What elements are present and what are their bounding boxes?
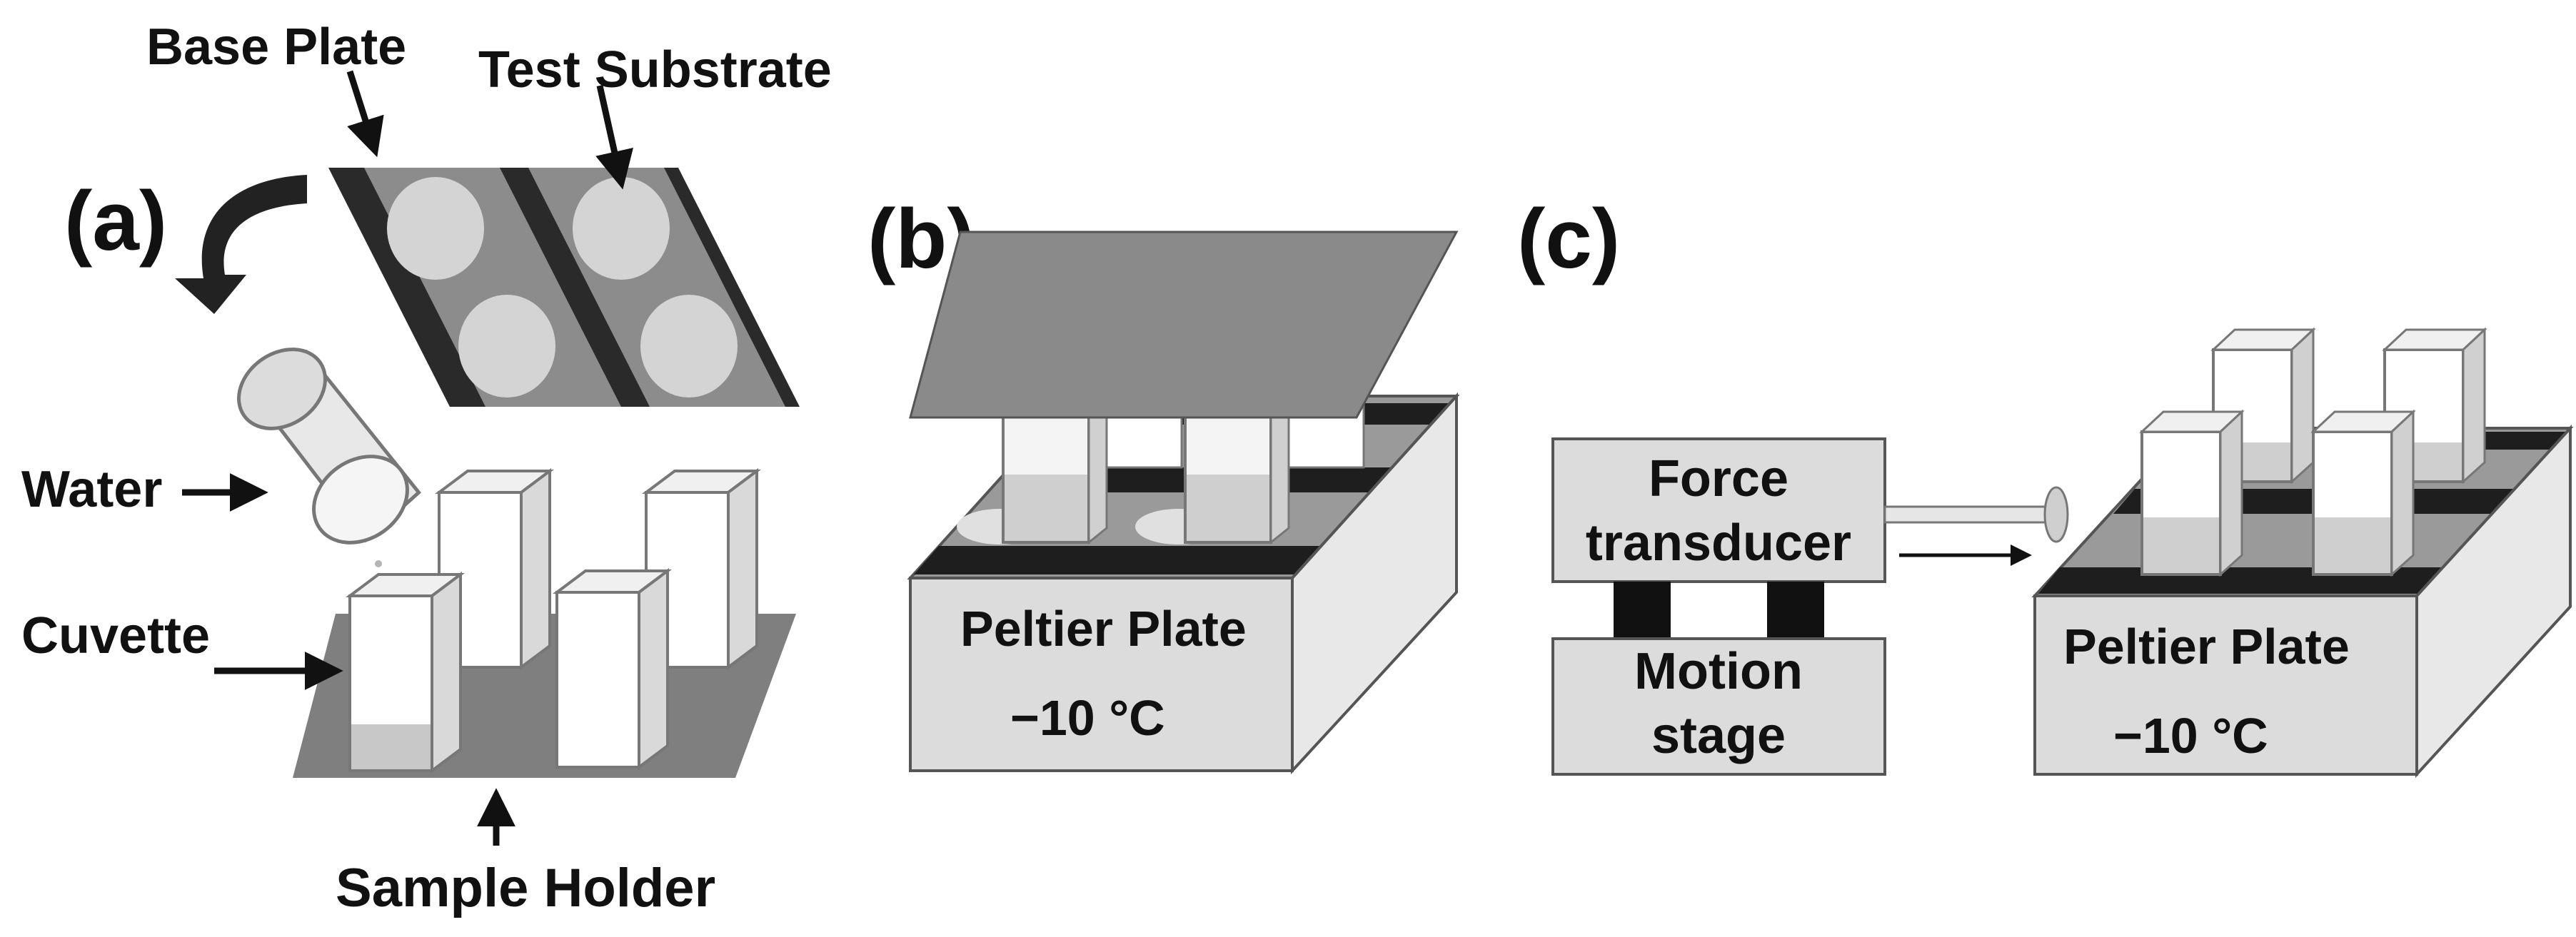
force-label-line2: transducer xyxy=(1586,515,1851,572)
temperature-label-c: −10 °C xyxy=(2113,708,2268,764)
panel-c-label: (c) xyxy=(1517,192,1620,286)
water-label: Water xyxy=(21,461,162,518)
flip-arrow-icon xyxy=(175,175,307,314)
panel-a-label: (a) xyxy=(64,174,167,268)
base-plate-label: Base Plate xyxy=(146,19,406,76)
motion-label-line2: stage xyxy=(1651,707,1786,764)
base-plate-arrow xyxy=(346,70,384,158)
top-plate-b xyxy=(909,231,1459,419)
panel-c: (c) Force transducer Motion stage xyxy=(1517,192,2574,779)
cuvette-front-left xyxy=(346,572,465,774)
cuvettes-c xyxy=(2139,327,2487,577)
force-transducer-box xyxy=(1551,437,1886,583)
dark-strip xyxy=(914,546,1321,574)
test-substrate-label: Test Substrate xyxy=(478,41,832,98)
cuvettes-b xyxy=(1002,395,1365,545)
temperature-label-b: −10 °C xyxy=(1010,690,1165,746)
base-plate xyxy=(328,168,800,407)
panel-a: (a) Base Plate Test Substrate xyxy=(21,19,832,918)
probe-tip xyxy=(2043,486,2069,543)
cuvette-front-right xyxy=(553,568,672,770)
motion-stage-box xyxy=(1551,637,1886,776)
connector-left xyxy=(1614,582,1671,639)
peltier-label-b: Peltier Plate xyxy=(960,601,1247,657)
probe-rod xyxy=(1883,505,2051,524)
peltier-label-c: Peltier Plate xyxy=(2063,619,2350,674)
force-label-line1: Force xyxy=(1649,450,1788,507)
peltier-block-b xyxy=(907,392,1460,775)
motion-label-line1: Motion xyxy=(1634,643,1803,700)
cuvette-label: Cuvette xyxy=(21,607,210,664)
connector-right xyxy=(1767,582,1824,639)
test-substrate-arrow xyxy=(595,85,633,190)
water-container xyxy=(237,348,421,545)
panel-b: (b) Peltier Plate xyxy=(867,192,1460,775)
sample-holder-label: Sample Holder xyxy=(336,858,715,918)
